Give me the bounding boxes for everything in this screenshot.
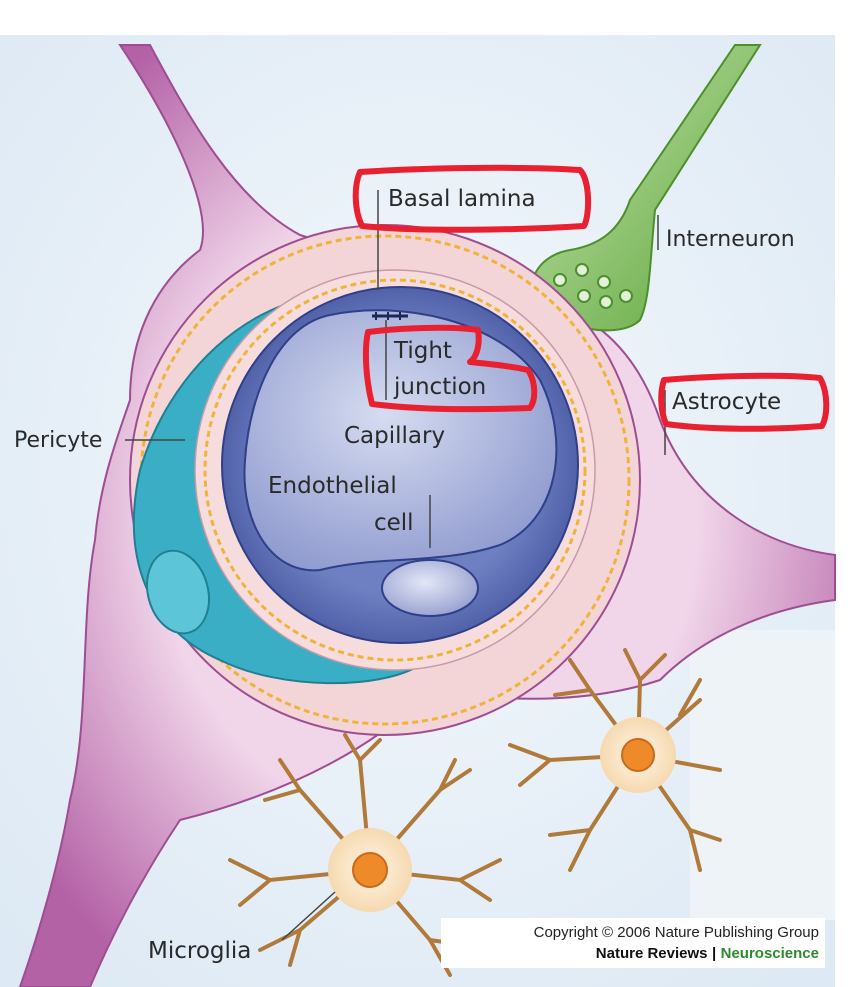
label-endothelial-line2: cell xyxy=(374,510,414,536)
label-pericyte: Pericyte xyxy=(14,428,102,453)
vesicle xyxy=(599,295,613,309)
highlight-box-basal-lamina xyxy=(352,164,592,233)
tight-junction-marker xyxy=(372,312,408,320)
label-tight-junction-line1: Tight xyxy=(393,338,452,364)
label-capillary: Capillary xyxy=(344,423,445,449)
label-astrocyte: Astrocyte xyxy=(672,389,781,415)
copyright-credit: Copyright © 2006 Nature Publishing Group… xyxy=(441,918,825,968)
capillary-lumen xyxy=(243,309,558,572)
vesicle xyxy=(553,273,567,287)
vesicle xyxy=(575,263,589,277)
vesicle xyxy=(619,289,633,303)
highlight-box-tight-junction xyxy=(362,324,538,413)
label-microglia: Microglia xyxy=(148,938,251,964)
journal-name: Nature Reviews xyxy=(595,945,708,962)
microglia-leader xyxy=(281,891,336,941)
label-tight-junction-line2: junction xyxy=(393,374,486,400)
credit-separator: | xyxy=(711,945,717,962)
vesicle xyxy=(597,275,611,289)
copyright-text: Copyright © 2006 Nature Publishing Group xyxy=(533,924,819,941)
endothelial-nucleus xyxy=(381,559,479,617)
interneuron xyxy=(530,44,762,332)
label-interneuron: Interneuron xyxy=(666,227,795,252)
journal-section: Neuroscience xyxy=(720,945,819,962)
highlight-box-astrocyte xyxy=(658,372,830,432)
microglia-cell xyxy=(508,648,722,872)
label-endothelial-line1: Endothelial xyxy=(268,473,397,499)
label-basal-lamina: Basal lamina xyxy=(388,186,536,212)
vesicle xyxy=(577,289,591,303)
pericyte-nucleus xyxy=(146,549,210,635)
